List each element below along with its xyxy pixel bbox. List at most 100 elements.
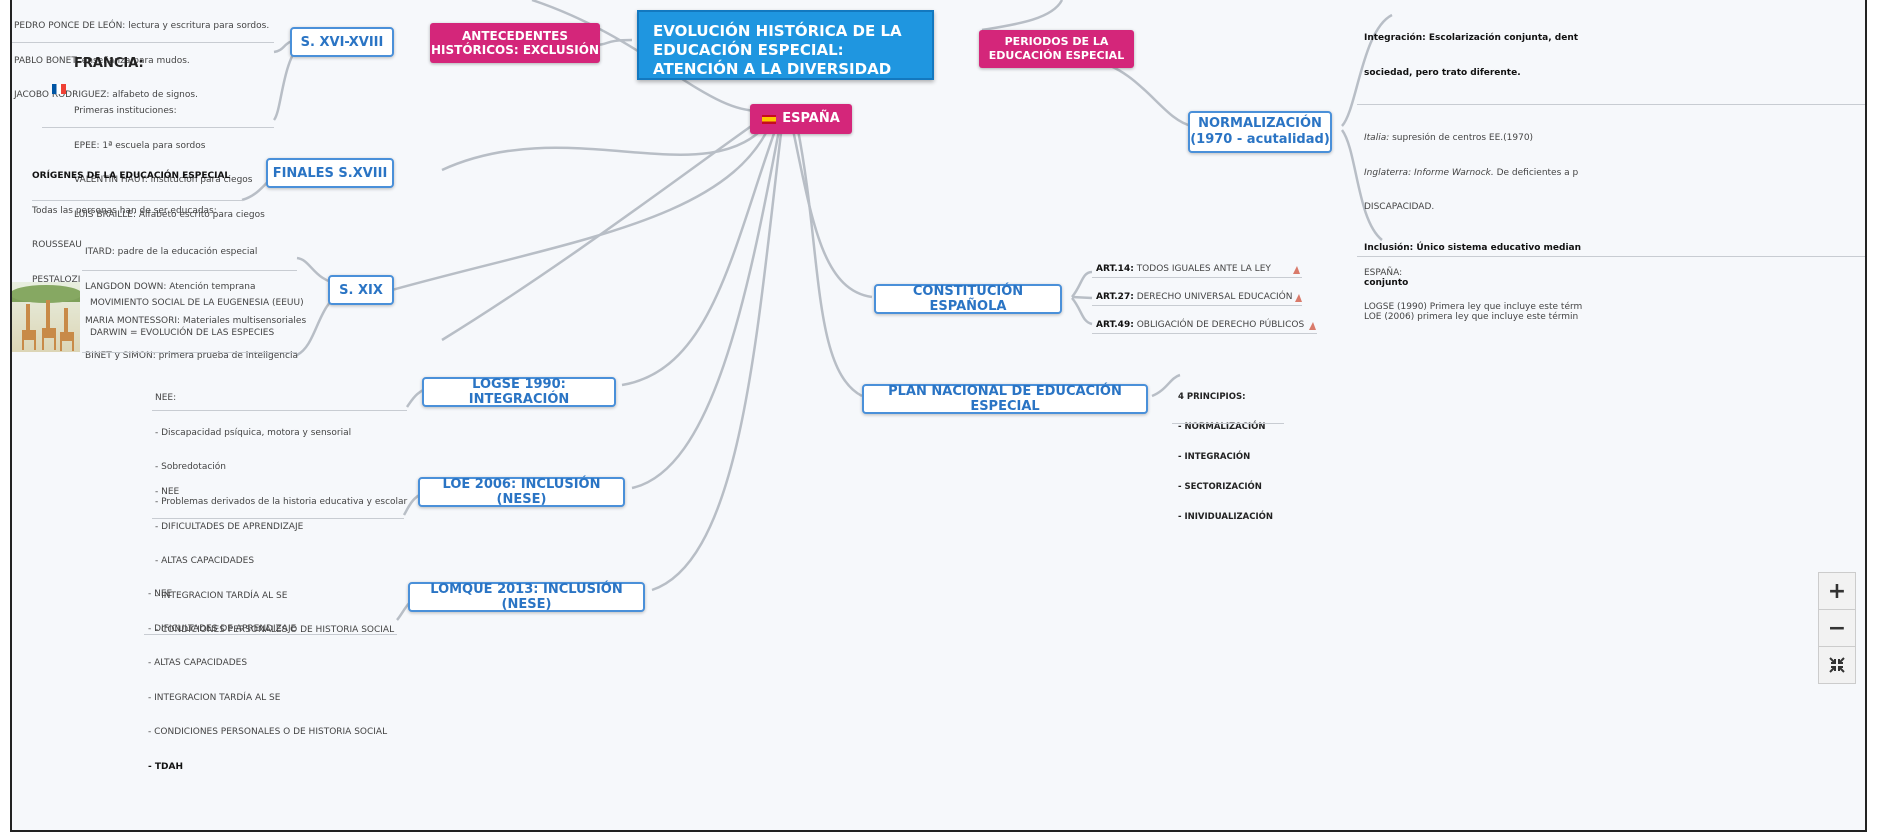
- francia-line-4: LUIS BRAILLE: Alfabeto escrito para cieg…: [74, 209, 265, 220]
- giraffes-image: [12, 282, 80, 352]
- art27-label: ART.27:: [1096, 292, 1134, 302]
- finales-line-2: ROUSSEAU: [32, 240, 82, 250]
- fit-view-button[interactable]: [1818, 646, 1856, 684]
- attachment-icon[interactable]: [1292, 264, 1301, 275]
- attachment-icon[interactable]: [1294, 292, 1303, 303]
- attachment-icon[interactable]: [1308, 320, 1317, 331]
- plan-node[interactable]: PLAN NACIONAL DE EDUCACIÓN ESPECIAL: [862, 384, 1148, 414]
- s19-node[interactable]: S. XIX: [328, 275, 394, 305]
- espana-node[interactable]: ESPAÑA: [750, 104, 852, 134]
- constitucion-node[interactable]: CONSTITUCIÓN ESPAÑOLA: [874, 284, 1062, 314]
- francia-notes: Primeras instituciones: EPEE: 1ª escuela…: [74, 83, 265, 244]
- divider: [42, 127, 274, 128]
- s19-line-2: LANGDON DOWN: Atención temprana: [85, 281, 256, 292]
- inclusion-notes: Inclusión: Único sistema educativo media…: [1364, 220, 1581, 347]
- s19-line-1: ITARD: padre de la educación especial: [85, 247, 258, 257]
- s16-notes: PEDRO PONCE DE LEÓN: lectura y escritura…: [14, 0, 269, 125]
- art49: ART.49: OBLIGACIÓN DE DERECHO PÚBLICOS: [1096, 320, 1304, 332]
- lomque-line-6: - TDAH: [148, 761, 183, 772]
- espana-label: ESPAÑA: [782, 111, 840, 126]
- inglaterra-label: Inglaterra: Informe Warnock.: [1364, 167, 1494, 178]
- loe-line-4: - INTEGRACION TARDÍA AL SE: [155, 590, 288, 601]
- logse-notes: NEE: - Discapacidad psíquica, motora y s…: [155, 370, 407, 531]
- inclusion-line-2: conjunto: [1364, 277, 1409, 288]
- main-title-line-1: EVOLUCIÓN HISTÓRICA DE LA: [653, 22, 902, 40]
- francia-title: FRANCIA:: [74, 56, 144, 71]
- italia-label: Italia:: [1364, 133, 1390, 143]
- finales-heading: ORÍGENES DE LA EDUCACIÓN ESPECIAL: [32, 171, 231, 181]
- integracion-line-2: sociedad, pero trato diferente.: [1364, 67, 1521, 78]
- divider: [82, 270, 297, 271]
- art27-text: DERECHO UNIVERSAL EDUCACIÓN: [1136, 292, 1293, 302]
- loe-line-3: - ALTAS CAPACIDADES: [155, 556, 255, 566]
- loe-line-5: - CONDICIONES PERSONALES O DE HISTORIA S…: [155, 625, 395, 635]
- loe-line-1: - NEE: [155, 487, 180, 497]
- lomque-line-3: - ALTAS CAPACIDADES: [148, 658, 248, 668]
- divider: [1092, 333, 1317, 334]
- loe-ref-text: LOE (2006) primera ley que incluye este …: [1364, 312, 1579, 322]
- plan-line-1: 4 PRINCIPIOS:: [1178, 392, 1246, 402]
- art49-text: OBLIGACIÓN DE DERECHO PÚBLICOS: [1136, 320, 1305, 330]
- lomque-node[interactable]: LOMQUE 2013: INCLUSIÓN (NESE): [408, 582, 645, 612]
- divider: [12, 42, 274, 43]
- lomque-line-4: - INTEGRACION TARDÍA AL SE: [148, 692, 281, 703]
- francia-line-3: VALENTÍN HAÚY: institución para ciegos: [74, 175, 253, 185]
- discapacidad-text: DISCAPACIDAD.: [1364, 202, 1435, 212]
- finales-line-3: PESTALOZI: [32, 274, 81, 285]
- lomque-line-5: - CONDICIONES PERSONALES O DE HISTORIA S…: [148, 727, 388, 737]
- antecedentes-line-1: ANTECEDENTES: [462, 29, 568, 43]
- francia-line-2: EPEE: 1ª escuela para sordos: [74, 140, 206, 151]
- loe-notes: - NEE - DIFICULTADES DE APRENDIZAJE - AL…: [155, 464, 394, 660]
- antecedentes-line-2: HISTÓRICOS: EXCLUSIÓN: [430, 43, 599, 57]
- lomque-line-1: - NEE: [148, 589, 173, 599]
- divider: [1092, 305, 1302, 306]
- s16-line-2: PABLO BONET: enseñanza para mudos.: [14, 55, 190, 66]
- art14-text: TODOS IGUALES ANTE LA LEY: [1136, 264, 1271, 274]
- integracion-line-1: Integración: Escolarización conjunta, de…: [1364, 33, 1579, 43]
- loe-node[interactable]: LOE 2006: INCLUSIÓN (NESE): [418, 477, 625, 507]
- zoom-out-button[interactable]: −: [1818, 609, 1856, 647]
- main-title-line-3: ATENCIÓN A LA DIVERSIDAD: [653, 60, 892, 78]
- lomque-line-2: - DIFICULTADES DE APRENDIZAJE: [148, 623, 297, 634]
- periodos-line-1: PERIODOS DE LA: [1004, 35, 1109, 48]
- plan-line-3: - INTEGRACIÓN: [1178, 452, 1251, 462]
- logse-line-1: NEE:: [155, 393, 177, 403]
- mindmap-canvas[interactable]: EVOLUCIÓN HISTÓRICA DE LA EDUCACIÓN ESPE…: [10, 0, 1867, 832]
- divider: [1357, 256, 1865, 257]
- logse-line-3: - Sobredotación: [155, 462, 227, 472]
- divider: [32, 200, 244, 201]
- francia-line-1: Primeras instituciones:: [74, 106, 177, 116]
- main-title-node[interactable]: EVOLUCIÓN HISTÓRICA DE LA EDUCACIÓN ESPE…: [637, 10, 934, 80]
- art49-label: ART.49:: [1096, 320, 1134, 330]
- italia-text: supresión de centros EE.(1970): [1389, 133, 1534, 143]
- darwin-text: DARWIN = EVOLUCIÓN DE LAS ESPECIES: [90, 328, 275, 338]
- s16-line-1: PEDRO PONCE DE LEÓN: lectura y escritura…: [14, 21, 270, 31]
- s16-node[interactable]: S. XVI-XVIII: [290, 27, 394, 57]
- divider: [144, 634, 397, 635]
- divider: [152, 518, 404, 519]
- eugenesia-text: MOVIMIENTO SOCIAL DE LA EUGENESIA (EEUU): [90, 298, 304, 308]
- normalizacion-node[interactable]: NORMALIZACIÓN (1970 - acutalidad): [1188, 111, 1332, 153]
- inglaterra-text: De deficientes a p: [1493, 167, 1579, 178]
- logse-ref-text: LOGSE (1990) Primera ley que incluye est…: [1364, 302, 1583, 312]
- fit-icon: [1829, 657, 1845, 673]
- logse-line-4: - Problemas derivados de la historia edu…: [155, 496, 408, 507]
- divider: [1092, 277, 1302, 278]
- s19-notes: ITARD: padre de la educación especial LA…: [85, 224, 306, 385]
- s16-line-3: JACOBO RODRIGUEZ: alfabeto de signos.: [14, 90, 198, 100]
- normalizacion-line-1: NORMALIZACIÓN: [1198, 116, 1322, 131]
- s19-line-4: BINET y SIMON: primera prueba de intelig…: [85, 350, 298, 361]
- france-flag-icon: [52, 84, 66, 94]
- divider: [1357, 104, 1865, 105]
- logse-line-2: - Discapacidad psíquica, motora y sensor…: [155, 427, 352, 438]
- finales-line-1: Todas las personas han de ser educadas:: [32, 205, 217, 216]
- finales-node[interactable]: FINALES S.XVIII: [266, 158, 394, 188]
- logse-node[interactable]: LOGSE 1990: INTEGRACIÓN: [422, 377, 616, 407]
- normalizacion-line-2: (1970 - acutalidad): [1190, 132, 1330, 147]
- zoom-in-button[interactable]: +: [1818, 572, 1856, 610]
- art14: ART.14: TODOS IGUALES ANTE LA LEY: [1096, 264, 1271, 276]
- lomque-notes: - NEE - DIFICULTADES DE APRENDIZAJE - AL…: [148, 566, 387, 796]
- plan-notes: 4 PRINCIPIOS: - NORMALIZACIÓN - INTEGRAC…: [1178, 372, 1273, 542]
